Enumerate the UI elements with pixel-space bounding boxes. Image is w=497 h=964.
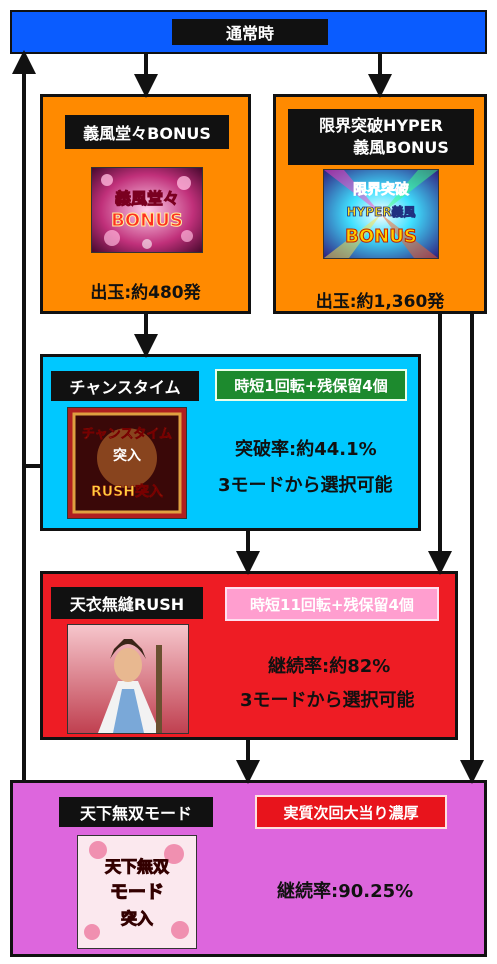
- tenka-mode-image-text-1: 天下無双: [105, 857, 169, 876]
- chance-time-art: チャンスタイム 突入 RUSH突入: [68, 408, 186, 518]
- bonus-hyper-image-text-3: BONUS: [345, 226, 417, 247]
- chance-time-image-text-2: 突入: [113, 447, 141, 464]
- hyper-bonus-image: 限界突破 HYPER義風 BONUS: [324, 170, 438, 258]
- tenne-rush-box: 天衣無縫RUSH 時短11回転+残保留4個 継続率:約82% 3モードから選択可…: [40, 571, 458, 740]
- tenka-mode-badge: 実質次回大当り濃厚: [255, 795, 447, 829]
- bonus-hyper-image-text-1: 限界突破: [353, 181, 409, 198]
- bonus-hyper-payout: 出玉:約1,360発: [315, 292, 445, 312]
- tenne-rush-mode: 3モードから選択可能: [240, 690, 415, 711]
- chance-time-badge: 時短1回転+残保留4個: [215, 369, 407, 401]
- tenka-mode-rate: 継続率:90.25%: [277, 881, 414, 902]
- tenka-mode-box: 天下無双モード 実質次回大当り濃厚 天下無双 モード 突入 継続率:90.25%: [10, 780, 487, 957]
- chance-time-title: チャンスタイム: [51, 371, 199, 401]
- bonus-hyper-title-line1: 限界突破HYPER: [319, 116, 443, 135]
- bonus-normal-image-text-2: BONUS: [111, 210, 183, 231]
- warrior-image: [68, 625, 188, 733]
- normal-state-label: 通常時: [172, 19, 328, 45]
- tenne-rush-image: [67, 624, 189, 734]
- bonus-normal-title: 義風堂々BONUS: [65, 115, 229, 149]
- bonus-hyper-box: 限界突破HYPER 義風BONUS 限界突破 HYPER義風 BONUS 出玉:…: [273, 94, 487, 314]
- chance-time-image-text-1: チャンスタイム: [82, 427, 172, 442]
- chance-time-rate: 突破率:約44.1%: [235, 439, 377, 460]
- tenne-rush-title: 天衣無縫RUSH: [51, 587, 203, 619]
- bonus-hyper-title-line2: 義風BONUS: [353, 138, 449, 157]
- top-bar-normal-state: 通常時: [10, 10, 487, 54]
- chance-time-mode: 3モードから選択可能: [218, 475, 393, 496]
- tenne-rush-rate: 継続率:約82%: [268, 656, 391, 677]
- bonus-hyper-image: 限界突破 HYPER義風 BONUS: [323, 169, 439, 259]
- bonus-hyper-image-text-2: HYPER義風: [347, 204, 416, 219]
- sakura-bonus-image: 義風堂々 BONUS: [92, 168, 202, 252]
- tenne-rush-badge: 時短11回転+残保留4個: [225, 587, 439, 621]
- tenka-mode-image-text-3: 突入: [121, 909, 153, 928]
- bonus-normal-image-text-1: 義風堂々: [115, 189, 179, 208]
- bonus-normal-box: 義風堂々BONUS 義風堂々 BONUS 出玉:約480発: [40, 94, 251, 314]
- tenka-mode-title: 天下無双モード: [59, 797, 213, 827]
- bonus-normal-payout: 出玉:約480発: [90, 283, 201, 303]
- chance-time-box: チャンスタイム 時短1回転+残保留4個 チャンスタイム 突入 RUSH突入 突破…: [40, 354, 421, 531]
- bonus-normal-image: 義風堂々 BONUS: [91, 167, 203, 253]
- tenka-mode-art: 天下無双 モード 突入: [78, 836, 196, 948]
- bonus-hyper-title: 限界突破HYPER 義風BONUS: [288, 109, 474, 165]
- chance-time-image: チャンスタイム 突入 RUSH突入: [67, 407, 187, 519]
- chance-time-image-text-3: RUSH突入: [91, 483, 163, 500]
- tenka-mode-image-text-2: モード: [110, 882, 164, 903]
- tenka-mode-image: 天下無双 モード 突入: [77, 835, 197, 949]
